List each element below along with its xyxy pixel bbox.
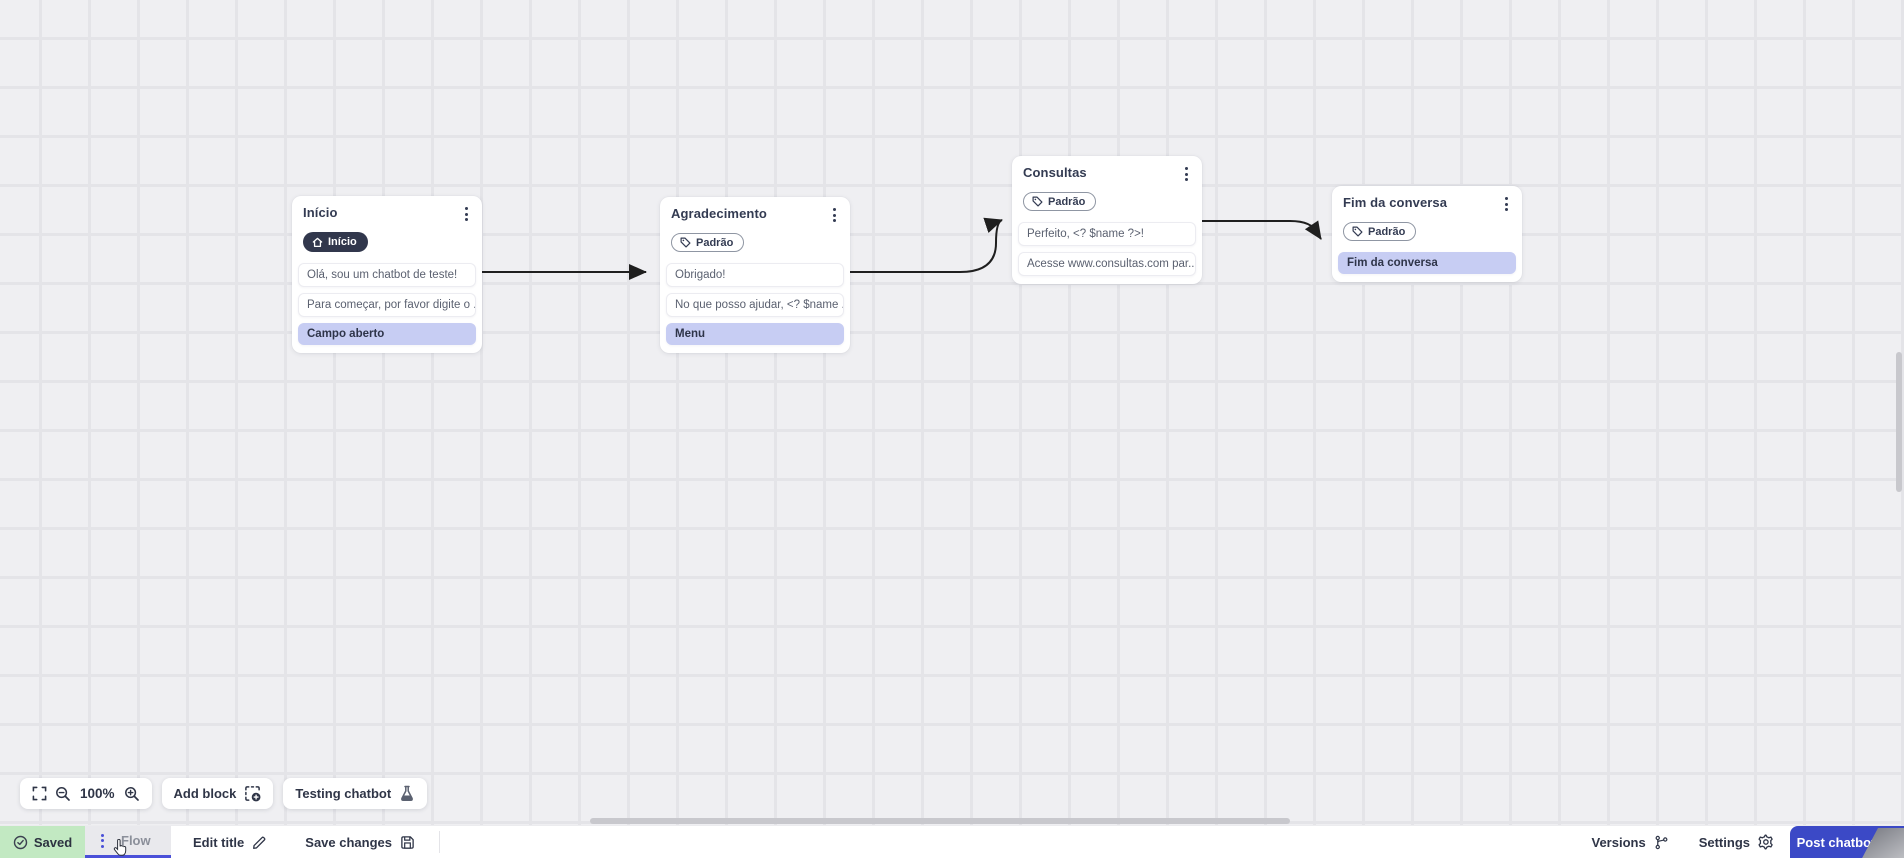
horizontal-scrollbar[interactable] (590, 818, 1290, 824)
message-bubble[interactable]: Olá, sou um chatbot de teste! (298, 262, 476, 287)
post-chatbot-button[interactable]: Post chatbot (1790, 825, 1904, 858)
node-menu-kebab-icon[interactable] (830, 206, 839, 224)
zoom-in-icon[interactable] (124, 786, 140, 802)
tab-flow[interactable]: Flow (85, 826, 171, 858)
edge-agradecimento-to-consultas (849, 217, 1003, 273)
flow-canvas[interactable]: Início Início Olá, sou um chatbot de tes… (0, 0, 1904, 825)
action-block-fim-da-conversa[interactable]: Fim da conversa (1338, 252, 1516, 274)
flow-tab-kebab-icon[interactable] (98, 832, 107, 850)
flask-icon (401, 785, 414, 802)
gear-icon (1758, 834, 1773, 850)
node-menu-kebab-icon[interactable] (1182, 165, 1191, 183)
git-branch-icon (1655, 835, 1668, 849)
node-menu-kebab-icon[interactable] (462, 205, 471, 223)
flow-node-inicio[interactable]: Início Início Olá, sou um chatbot de tes… (292, 196, 482, 353)
padrao-tag: Padrão (1023, 192, 1097, 211)
flow-node-consultas[interactable]: Consultas Padrão Perfeito, <? $name ?>! … (1012, 156, 1202, 284)
fullscreen-icon[interactable] (32, 786, 47, 801)
tag-icon (1032, 196, 1043, 207)
start-badge: Início (303, 232, 368, 252)
zoom-out-icon[interactable] (55, 786, 71, 802)
node-title: Fim da conversa (1343, 195, 1448, 210)
upload-icon (1884, 835, 1896, 848)
node-title: Início (303, 205, 338, 220)
tag-icon (1352, 226, 1363, 237)
check-circle-icon (13, 835, 28, 849)
zoom-controls: 100% (20, 778, 152, 809)
padrao-tag: Padrão (1343, 222, 1417, 241)
message-bubble[interactable]: Para começar, por favor digite o ... (298, 292, 476, 317)
pencil-icon (253, 836, 266, 849)
node-title: Consultas (1023, 165, 1087, 180)
save-changes-button[interactable]: Save changes (305, 835, 415, 850)
statusbar-divider (439, 831, 440, 853)
node-menu-kebab-icon[interactable] (1502, 195, 1511, 213)
home-icon (312, 237, 323, 247)
flow-node-fim-da-conversa[interactable]: Fim da conversa Padrão Fim da conversa (1332, 186, 1522, 282)
add-block-icon (245, 786, 261, 802)
action-block-menu[interactable]: Menu (666, 323, 844, 345)
save-icon (401, 835, 414, 849)
canvas-toolbar: 100% Add block Testing chatbot (20, 778, 428, 809)
flow-edges (482, 217, 1322, 280)
vertical-scrollbar[interactable] (1896, 352, 1902, 492)
flow-node-agradecimento[interactable]: Agradecimento Padrão Obrigado! No que po… (660, 197, 850, 353)
message-bubble[interactable]: No que posso ajudar, <? $name ... (666, 293, 844, 317)
message-bubble[interactable]: Acesse www.consultas.com par... (1018, 252, 1196, 276)
saved-label: Saved (33, 834, 73, 850)
versions-button[interactable]: Versions (1592, 835, 1669, 850)
padrao-tag: Padrão (671, 233, 745, 252)
settings-button[interactable]: Settings (1699, 834, 1774, 850)
node-title: Agradecimento (671, 206, 767, 221)
action-block-campo-aberto[interactable]: Campo aberto (298, 322, 476, 345)
edge-consultas-to-fim (1200, 220, 1322, 240)
flow-tab-label: Flow (121, 833, 151, 848)
zoom-level: 100% (80, 786, 115, 801)
saved-status-badge: Saved (0, 826, 85, 858)
testing-chatbot-button[interactable]: Testing chatbot (283, 778, 428, 809)
message-bubble[interactable]: Obrigado! (666, 263, 844, 287)
hand-cursor-icon (113, 839, 127, 856)
edit-title-button[interactable]: Edit title (193, 835, 267, 850)
tag-icon (680, 237, 691, 248)
message-bubble[interactable]: Perfeito, <? $name ?>! (1018, 222, 1196, 246)
status-bar: Saved Flow Edit title Save changes Versi… (0, 825, 1904, 858)
add-block-button[interactable]: Add block (161, 778, 274, 809)
